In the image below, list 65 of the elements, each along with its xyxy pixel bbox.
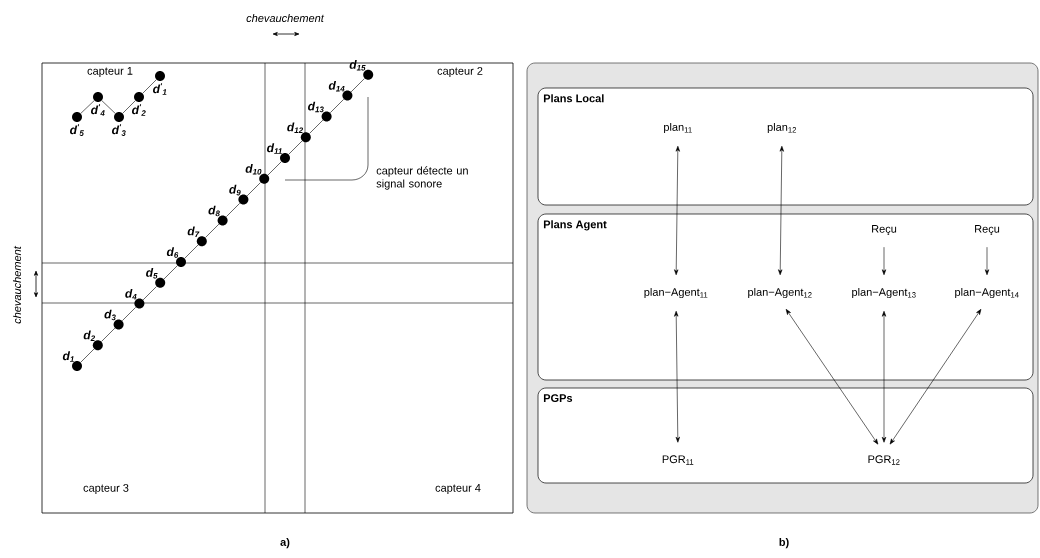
plan-label: PGR$_{11}$ xyxy=(662,455,694,465)
arrow xyxy=(984,246,990,276)
point-label: d$_{11}$ xyxy=(267,143,282,154)
panel-caption: b) xyxy=(779,537,789,549)
point-label: d$_{7}$ xyxy=(187,226,200,237)
connecting-line xyxy=(350,78,365,93)
plan-label: Reçu xyxy=(975,225,1000,235)
point-label: d$_{8}$ xyxy=(208,205,220,217)
sensor-label: capteur 1 xyxy=(87,67,133,77)
plan-label: plan−Agent$_{12}$ xyxy=(748,287,812,299)
point-label: d$_{15}$ xyxy=(349,60,366,71)
overlap-label: chevauchement xyxy=(12,245,22,324)
connecting-line xyxy=(184,244,199,259)
arrow xyxy=(881,310,887,443)
connecting-line xyxy=(226,203,241,218)
sensor-label: capteur 3 xyxy=(83,484,129,494)
connecting-line xyxy=(122,100,136,114)
plan-label: plan−Agent$_{11}$ xyxy=(644,287,708,299)
connecting-line xyxy=(205,223,220,238)
arrow xyxy=(889,309,982,445)
connecting-line xyxy=(142,286,157,301)
point-label: d$^{'}$5 xyxy=(70,124,84,136)
sensor-label: capteur 4 xyxy=(435,484,481,494)
plan-label: plan$_{12}$ xyxy=(767,122,797,134)
connecting-line xyxy=(101,327,116,342)
point-label: d$_{4}$ xyxy=(125,288,137,300)
connecting-line xyxy=(163,265,178,280)
point-label: d$_{10}$ xyxy=(245,164,262,175)
note-text: capteur détecte un signal sonore xyxy=(376,166,468,190)
plan-label: plan−Agent$_{13}$ xyxy=(852,287,916,299)
point-label: d$^{'}$2 xyxy=(132,104,146,116)
arrow xyxy=(881,246,887,276)
plan-label: plan−Agent$_{14}$ xyxy=(955,287,1019,299)
connecting-line xyxy=(142,79,157,94)
panel-caption: a) xyxy=(280,537,290,549)
connecting-line xyxy=(309,119,324,134)
arrow xyxy=(674,310,680,443)
point-label: d$^{'}$3 xyxy=(112,124,126,136)
plan-label: Reçu xyxy=(872,225,897,235)
point-label: d$_{6}$ xyxy=(166,247,179,258)
point-label: d$_{5}$ xyxy=(146,268,158,279)
connecting-line xyxy=(288,140,303,155)
connecting-line xyxy=(267,161,282,176)
plan-label: plan$_{11}$ xyxy=(664,122,692,134)
point-label: d$_{9}$ xyxy=(229,184,241,196)
sensor-label: capteur 2 xyxy=(437,67,483,77)
connecting-line xyxy=(329,99,345,114)
point-label: d$^{'}$1 xyxy=(153,83,167,95)
connecting-line xyxy=(122,306,137,322)
point-label: d$_{12}$ xyxy=(287,122,303,133)
overlap-label: chevauchement xyxy=(246,13,325,23)
plan-label: PGR$_{12}$ xyxy=(868,455,900,465)
connecting-line xyxy=(101,100,116,114)
point-label: d$^{'}$4 xyxy=(91,104,105,116)
arrow xyxy=(778,145,784,276)
point-label: d$_{13}$ xyxy=(308,101,324,113)
point-label: d$_{3}$ xyxy=(104,309,116,321)
connecting-line xyxy=(80,100,95,114)
arrow xyxy=(785,309,879,445)
connecting-line xyxy=(246,182,261,197)
point-label: d$_{14}$ xyxy=(328,80,345,92)
point-label: d$_{2}$ xyxy=(83,330,95,341)
point-label: d$_{1}$ xyxy=(62,351,74,362)
arrow xyxy=(674,145,680,276)
connecting-line xyxy=(80,348,95,363)
